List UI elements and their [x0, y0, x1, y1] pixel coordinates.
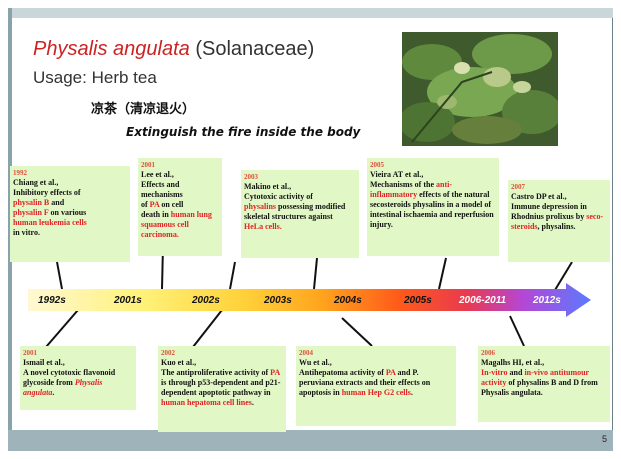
- box-highlight: physalins: [244, 202, 276, 211]
- timeline-label-2005s: 2005s: [404, 295, 432, 306]
- box-highlight: human leukemia cells: [13, 218, 87, 227]
- box-text: .: [52, 388, 54, 397]
- box-year: 2007: [511, 182, 607, 192]
- box-highlight: human Hep G2 cells: [342, 388, 411, 397]
- reference-box-2007: 2007 Castro DP et al., Immune depression…: [508, 180, 610, 262]
- timeline-label-2012s: 2012s: [533, 295, 561, 306]
- box-authors: Makino et al.,: [244, 182, 291, 191]
- box-authors: Lee et al.,: [141, 170, 174, 179]
- box-text: Inhibitory effects of: [13, 188, 81, 197]
- box-text: .: [411, 388, 413, 397]
- box-authors: Ismail et al.,: [23, 358, 65, 367]
- box-highlight: physalin F: [13, 208, 49, 217]
- box-text: on cell: [159, 200, 183, 209]
- box-text: and: [508, 368, 525, 377]
- box-year: 2005: [370, 160, 496, 170]
- box-text: death in: [141, 210, 171, 219]
- box-text: Cytotoxic activity of: [244, 192, 313, 201]
- box-highlight: PA: [150, 200, 160, 209]
- box-text: of: [141, 200, 150, 209]
- timeline-label-2004s: 2004s: [334, 295, 362, 306]
- reference-box-2006: 2006 Magalhs HI, et al., In-vitro and in…: [478, 346, 610, 422]
- box-authors: Wu et al.,: [299, 358, 332, 367]
- reference-box-2003: 2003 Makino et al., Cytotoxic activity o…: [241, 170, 359, 258]
- box-text: .: [252, 398, 254, 407]
- timeline-label-2003s: 2003s: [264, 295, 292, 306]
- box-year: 2003: [244, 172, 356, 182]
- box-year: 2001: [23, 348, 133, 358]
- reference-box-2001-bottom: 2001 Ismail et al., A novel cytotoxic fl…: [20, 346, 136, 410]
- timeline-label-1992s: 1992s: [38, 295, 66, 306]
- box-year: 2002: [161, 348, 283, 358]
- timeline-arrow-icon: [28, 283, 591, 317]
- box-authors: Magalhs HI, et al.,: [481, 358, 544, 367]
- box-highlight: PA: [270, 368, 280, 377]
- box-highlight: PA: [386, 368, 396, 377]
- box-year: 2004: [299, 348, 453, 358]
- timeline-arrow: 1992s 2001s 2002s 2003s 2004s 2005s 2006…: [28, 283, 591, 317]
- box-text: is through p53-dependent and p21-depende…: [161, 378, 280, 397]
- box-text: Effects and: [141, 180, 179, 189]
- box-highlight: HeLa cells.: [244, 222, 282, 231]
- box-authors: Chiang et al.,: [13, 178, 58, 187]
- timeline-label-2002s: 2002s: [192, 295, 220, 306]
- box-highlight: physalin B: [13, 198, 49, 207]
- box-authors: Castro DP et al.,: [511, 192, 567, 201]
- box-text: mechanisms: [141, 190, 183, 199]
- box-year: 2006: [481, 348, 607, 358]
- box-text: on various: [49, 208, 87, 217]
- reference-box-2001-top: 2001 Lee et al., Effects and mechanisms …: [138, 158, 222, 256]
- reference-box-2004: 2004 Wu et al., Antihepatoma activity of…: [296, 346, 456, 426]
- box-text: Mechanisms of the: [370, 180, 436, 189]
- timeline-label-2001s: 2001s: [114, 295, 142, 306]
- box-highlight: human hepatoma cell lines: [161, 398, 252, 407]
- box-text: and: [49, 198, 64, 207]
- box-text: , physalins.: [538, 222, 576, 231]
- box-text: Immune depression in Rhodnius prolixus b…: [511, 202, 587, 221]
- box-year: 1992: [13, 168, 127, 178]
- box-authors: Kuo et al.,: [161, 358, 196, 367]
- box-text: Antihepatoma activity of: [299, 368, 386, 377]
- reference-box-1992: 1992 Chiang et al., Inhibitory effects o…: [10, 166, 130, 262]
- box-highlight: In-vitro: [481, 368, 508, 377]
- box-text: in vitro.: [13, 228, 40, 237]
- reference-box-2005: 2005 Vieira AT et al., Mechanisms of the…: [367, 158, 499, 256]
- timeline-label-2006-2011: 2006-2011: [459, 295, 506, 306]
- box-authors: Vieira AT et al.,: [370, 170, 423, 179]
- reference-box-2002: 2002 Kuo et al., The antiproliferative a…: [158, 346, 286, 432]
- box-text: The antiproliferative activity of: [161, 368, 270, 377]
- box-year: 2001: [141, 160, 219, 170]
